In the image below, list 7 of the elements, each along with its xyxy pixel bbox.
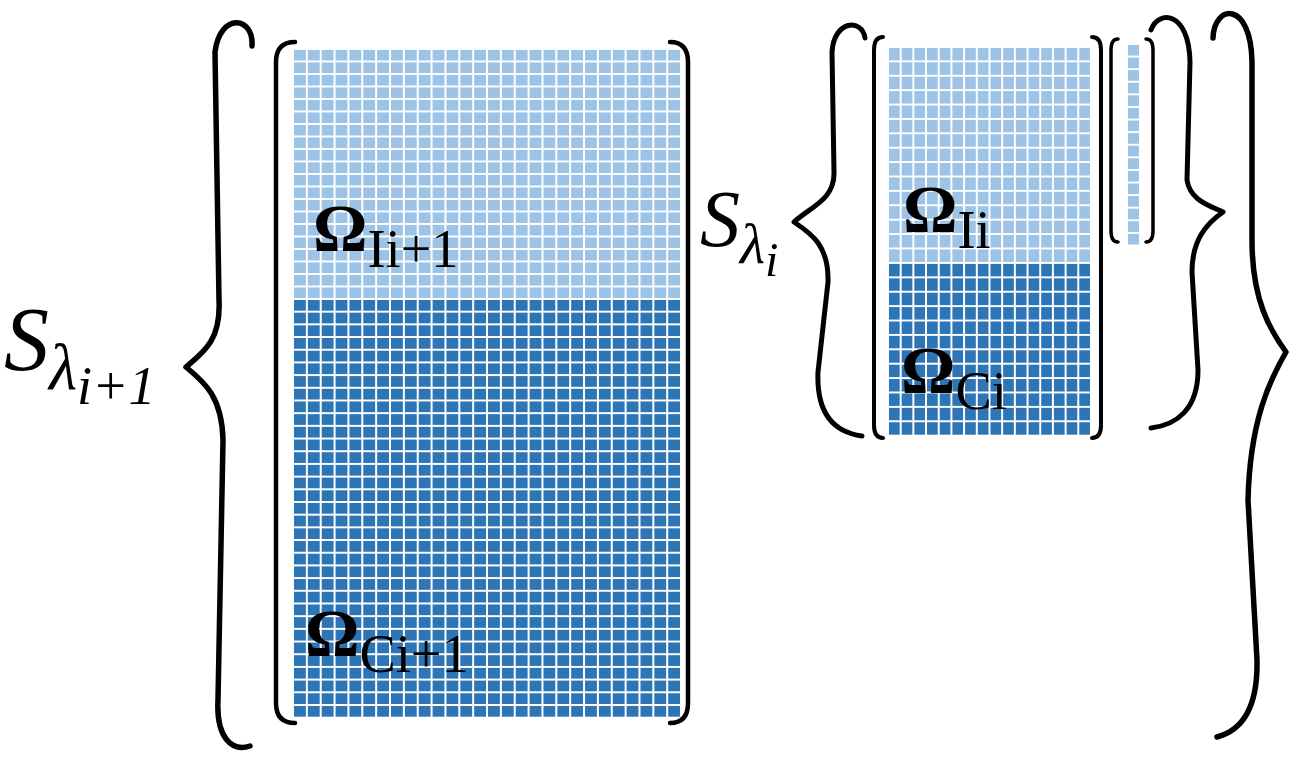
- grid-block: [292, 48, 680, 298]
- matrix-label: Ω$_{Ii+1}$: [313, 189, 460, 282]
- grid-column: [1126, 43, 1139, 245]
- grid-block: [292, 298, 680, 718]
- grid-block: [887, 46, 1090, 262]
- grid-block: [887, 262, 1090, 435]
- matrix-label: Ω$_{Ii}$: [903, 170, 992, 263]
